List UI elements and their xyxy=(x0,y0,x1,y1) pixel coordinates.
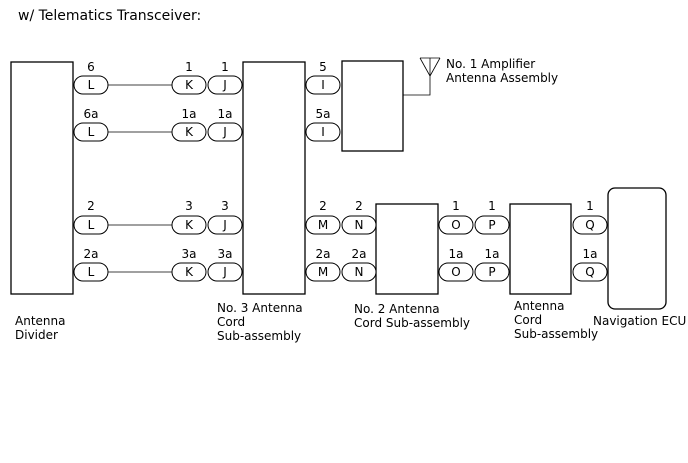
pin-number: 1 xyxy=(586,199,594,213)
no3-antenna-cord-box xyxy=(242,61,306,295)
connector-pill: 1a P xyxy=(474,247,510,282)
connector-code: K xyxy=(185,265,194,279)
pin-number: 3 xyxy=(185,199,193,213)
connector-pill: 2 M xyxy=(305,199,341,235)
pin-number: 3a xyxy=(218,247,233,261)
connectors: 6 L 1 K 1 J 5 I 6a L 1a K xyxy=(73,60,608,282)
connector-code: M xyxy=(318,265,328,279)
connector-pill: 5a I xyxy=(305,107,341,142)
connector-pill: 2a N xyxy=(341,247,377,282)
amplifier-box xyxy=(341,60,404,152)
connector-pill: 1a Q xyxy=(572,247,608,282)
pin-number: 2 xyxy=(355,199,363,213)
wire-amplifier-feed xyxy=(403,76,431,96)
connector-code: Q xyxy=(585,265,594,279)
pin-number: 5 xyxy=(319,60,327,74)
connector-code: J xyxy=(222,125,227,139)
connector-pill: 2 N xyxy=(341,199,377,235)
antenna-cord-label: Antenna Cord Sub-assembly xyxy=(514,299,598,341)
antenna-cord-box xyxy=(509,203,572,295)
antenna-divider-box xyxy=(10,61,74,295)
connector-pill: 3a J xyxy=(207,247,243,282)
connector-pill: 1a O xyxy=(438,247,474,282)
connector-code: L xyxy=(88,265,95,279)
pin-number: 2 xyxy=(87,199,95,213)
pin-number: 1a xyxy=(583,247,598,261)
diagram-title: w/ Telematics Transceiver: xyxy=(18,8,201,24)
connector-code: L xyxy=(88,218,95,232)
connector-code: O xyxy=(451,218,460,232)
pin-number: 1 xyxy=(488,199,496,213)
no2-antenna-cord-box xyxy=(375,203,439,295)
navigation-ecu-box xyxy=(607,187,667,310)
wires xyxy=(108,76,431,273)
connector-pill: 2 L xyxy=(73,199,109,235)
navigation-ecu-label: Navigation ECU xyxy=(593,314,686,328)
connector-pill: 2a L xyxy=(73,247,109,282)
connector-code: N xyxy=(355,218,364,232)
connector-pill: 1 P xyxy=(474,199,510,235)
connector-pill: 1a K xyxy=(171,107,207,142)
pin-number: 1a xyxy=(449,247,464,261)
pin-number: 3a xyxy=(182,247,197,261)
pin-number: 2a xyxy=(316,247,331,261)
connector-pill: 1 Q xyxy=(572,199,608,235)
antenna-divider-label: Antenna Divider xyxy=(15,314,69,342)
pin-number: 1a xyxy=(218,107,233,121)
no3-antenna-cord-label: No. 3 Antenna Cord Sub-assembly xyxy=(217,301,306,343)
connector-pill: 1a J xyxy=(207,107,243,142)
connector-pill: 1 K xyxy=(171,60,207,95)
pin-number: 6 xyxy=(87,60,95,74)
pin-number: 1a xyxy=(182,107,197,121)
pin-number: 2a xyxy=(352,247,367,261)
amplifier-label: No. 1 Amplifier Antenna Assembly xyxy=(446,57,558,85)
connector-pill: 5 I xyxy=(305,60,341,95)
connector-pill: 6a L xyxy=(73,107,109,142)
connector-code: K xyxy=(185,78,194,92)
connector-code: L xyxy=(88,125,95,139)
connector-code: I xyxy=(321,125,325,139)
pin-number: 5a xyxy=(316,107,331,121)
antenna-icon xyxy=(419,57,441,77)
connector-code: P xyxy=(488,265,495,279)
connector-pill: 3a K xyxy=(171,247,207,282)
connector-pill: 6 L xyxy=(73,60,109,95)
pin-number: 1 xyxy=(185,60,193,74)
connector-code: J xyxy=(222,218,227,232)
connector-code: N xyxy=(355,265,364,279)
connector-code: O xyxy=(451,265,460,279)
connector-code: Q xyxy=(585,218,594,232)
connector-code: L xyxy=(88,78,95,92)
pin-number: 1 xyxy=(452,199,460,213)
pin-number: 3 xyxy=(221,199,229,213)
pin-number: 1a xyxy=(485,247,500,261)
connector-pill: 3 J xyxy=(207,199,243,235)
connector-pill: 3 K xyxy=(171,199,207,235)
connector-code: K xyxy=(185,218,194,232)
connector-pill: 2a M xyxy=(305,247,341,282)
connector-code: I xyxy=(321,78,325,92)
connector-code: M xyxy=(318,218,328,232)
connector-pill: 1 O xyxy=(438,199,474,235)
pin-number: 2a xyxy=(84,247,99,261)
connector-code: J xyxy=(222,265,227,279)
connector-code: J xyxy=(222,78,227,92)
pin-number: 6a xyxy=(84,107,99,121)
connector-code: P xyxy=(488,218,495,232)
pin-number: 2 xyxy=(319,199,327,213)
pin-number: 1 xyxy=(221,60,229,74)
no2-antenna-cord-label: No. 2 Antenna Cord Sub-assembly xyxy=(354,302,470,330)
connector-pill: 1 J xyxy=(207,60,243,95)
connector-code: K xyxy=(185,125,194,139)
